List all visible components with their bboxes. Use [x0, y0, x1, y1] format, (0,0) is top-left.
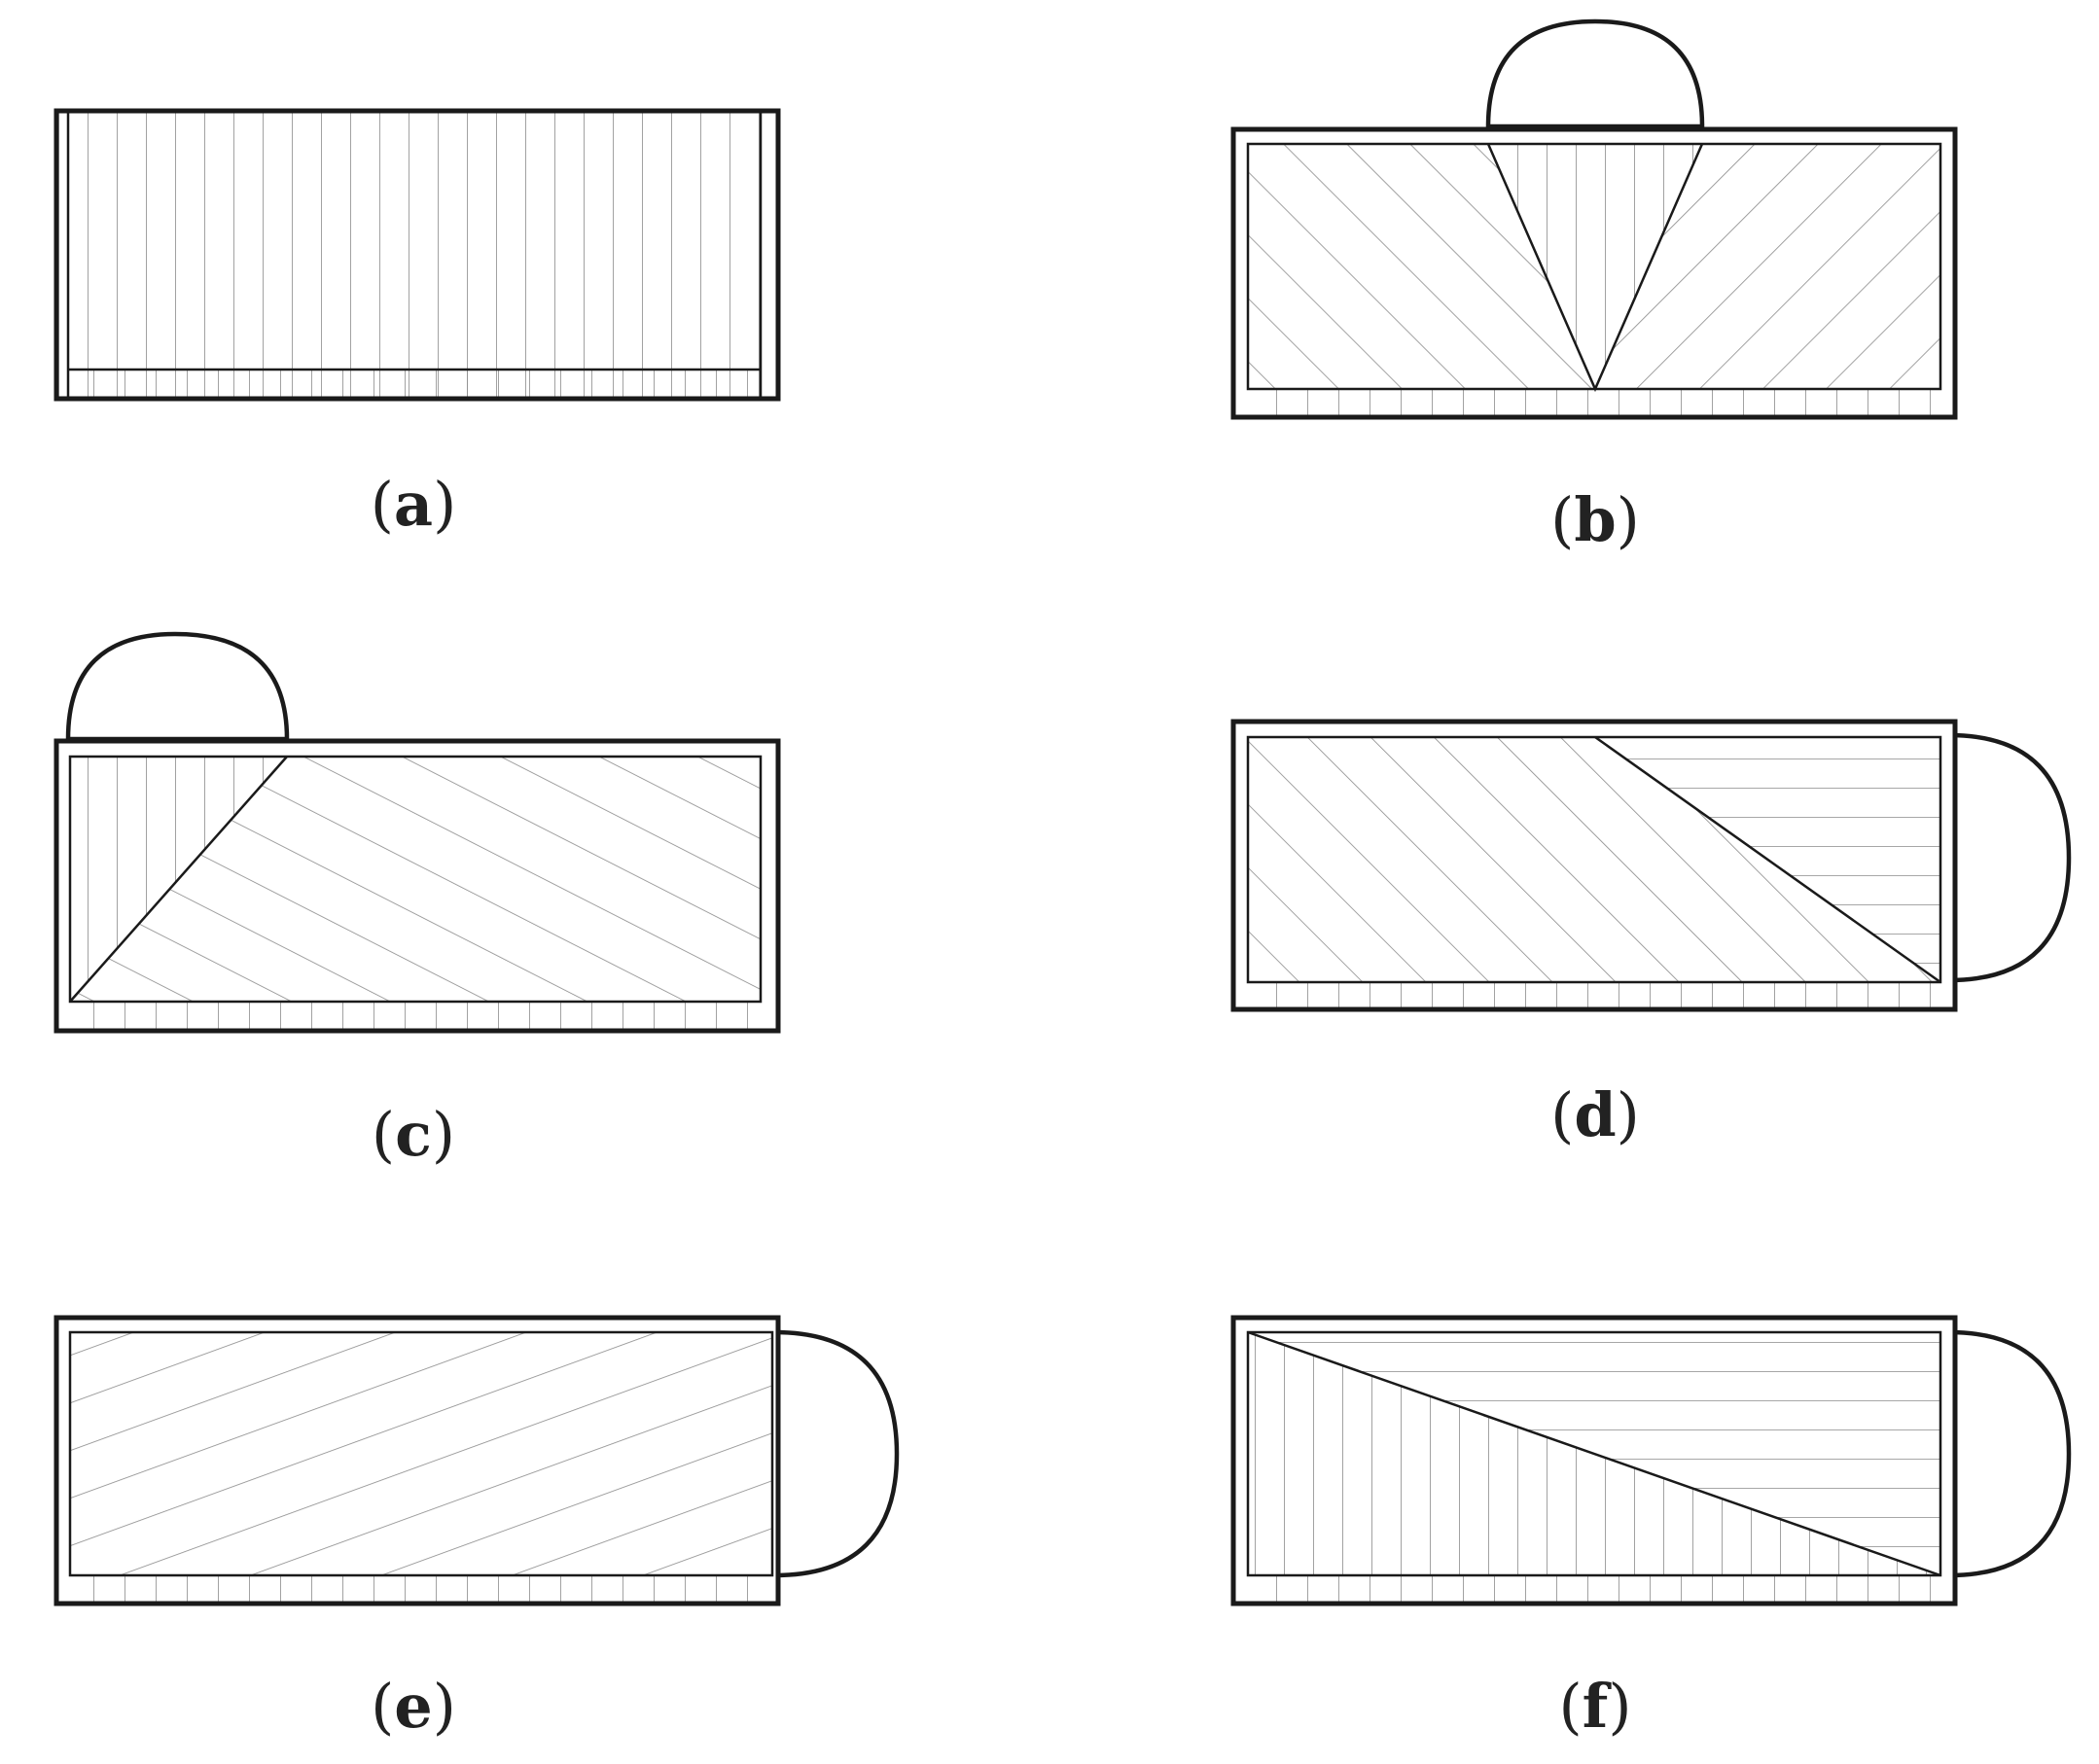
panel-d-inner [1246, 735, 1942, 984]
panel-b-label: (b) [1550, 484, 1640, 555]
panel-d-frame [1230, 719, 1958, 1012]
panel-e-frame [53, 1315, 781, 1606]
panel-c-bevel [69, 756, 288, 1003]
panel-d-bevel [1594, 735, 1941, 984]
panel-a-fill [56, 111, 778, 399]
panel-d-cap [1948, 732, 2072, 983]
panel-b-left-plate [1248, 144, 1595, 389]
panel-d-plate [1248, 737, 1940, 982]
panel-d-label: (d) [1550, 1079, 1640, 1150]
panel-e-inner [68, 1330, 774, 1577]
panel-e-label: (e) [371, 1671, 456, 1742]
panel-a-frame [53, 108, 781, 402]
panel-b-right-plate [1595, 144, 1940, 389]
panel-c: (c) [53, 631, 781, 1170]
panel-a-label: (a) [371, 469, 457, 540]
panel-c-strip [70, 1002, 761, 1031]
panel-c-inner [68, 755, 763, 1004]
panel-e-cap [773, 1329, 900, 1578]
panel-b-weld-zone [1488, 144, 1702, 389]
panel-f-strip [1248, 1575, 1940, 1604]
panel-c-plate [70, 757, 761, 1002]
panel-d-strip [1248, 982, 1940, 1009]
panel-f-label: (f) [1558, 1671, 1631, 1742]
panel-e: (e) [53, 1315, 900, 1742]
panel-d: (d) [1230, 719, 2072, 1150]
panel-b-cap [1485, 18, 1705, 129]
panel-b-inner [1246, 142, 1942, 391]
panel-e-strip [70, 1575, 772, 1604]
panel-b: (b) [1230, 18, 1958, 555]
panel-f-cap [1948, 1329, 2072, 1578]
panel-e-weld-zone [70, 1332, 772, 1575]
panel-c-cap [65, 631, 290, 742]
panel-a: (a) [53, 108, 781, 540]
panel-c-label: (c) [372, 1099, 455, 1170]
panel-c-frame [53, 738, 781, 1034]
panel-a-strip [68, 370, 761, 399]
panel-b-frame [1230, 126, 1958, 420]
panel-b-strip [1248, 389, 1940, 417]
panel-f-frame [1230, 1315, 1958, 1606]
panel-f: (f) [1230, 1315, 2072, 1742]
panel-f-bevel [1247, 1330, 1941, 1577]
panel-f-inner [1246, 1330, 1942, 1577]
